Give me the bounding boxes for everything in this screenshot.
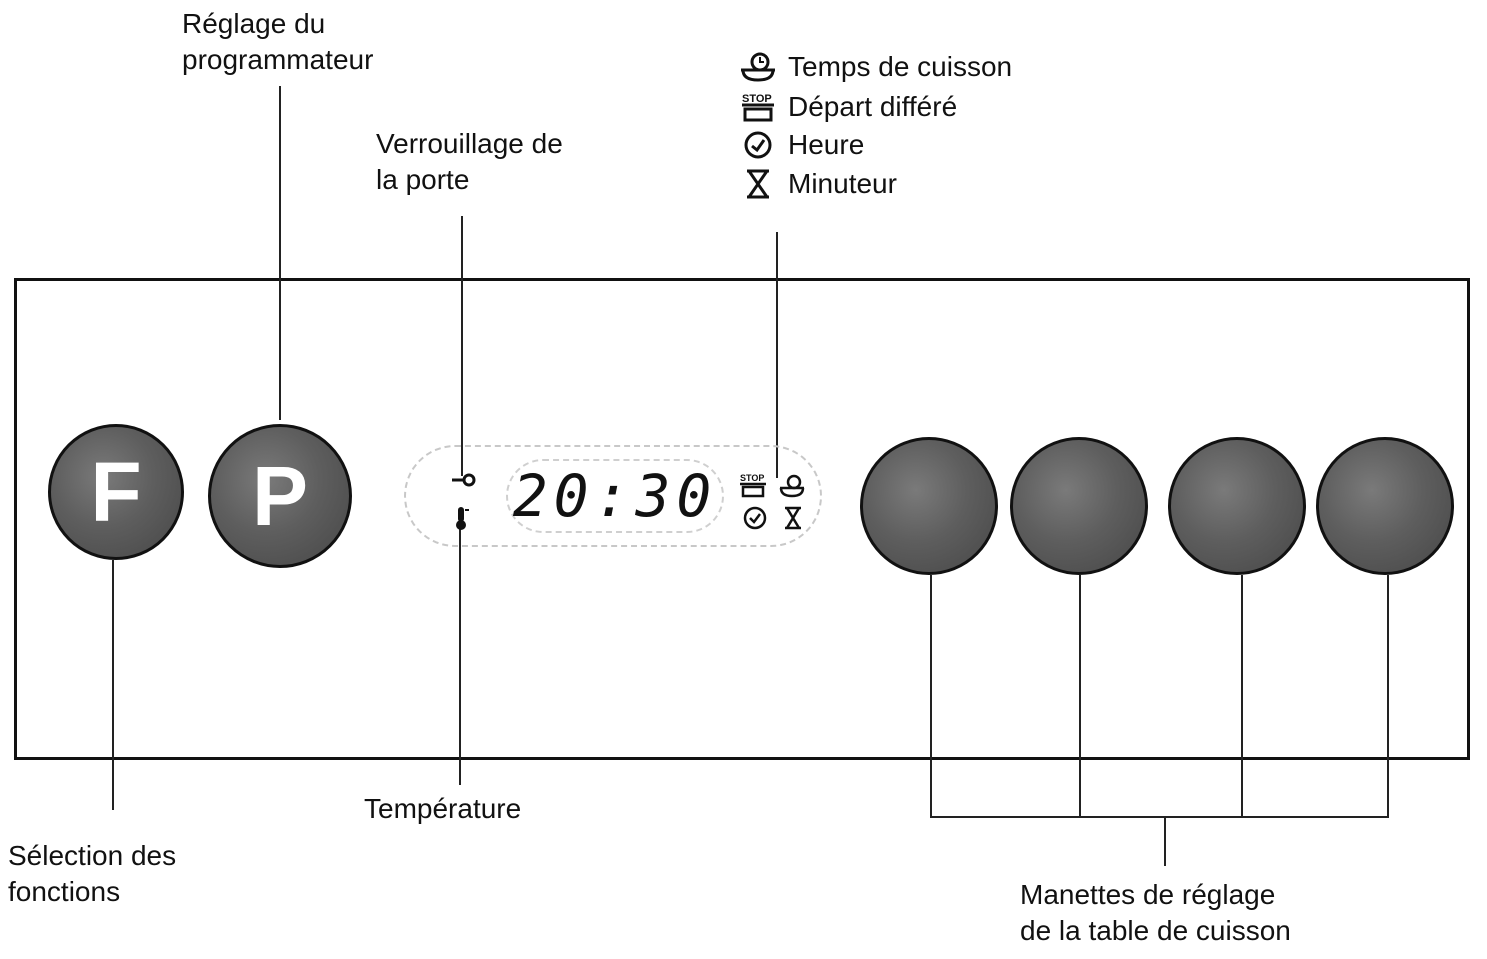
stop-pot-icon: STOP [740, 473, 766, 498]
leader-line-fonctions [112, 560, 114, 810]
leader-line-temperature [459, 525, 461, 785]
leader-line-legend [776, 232, 778, 478]
display-time: 20:30 [512, 462, 718, 530]
legend-text-heure: Heure [788, 129, 865, 160]
label-verrouillage-porte: Verrouillage de la porte [376, 128, 563, 195]
legend-item-depart-differe: STOP Départ différé [738, 88, 957, 126]
stop-pot-icon: STOP [742, 93, 774, 122]
programmer-button[interactable]: P [208, 424, 352, 568]
programmer-button-letter: P [251, 448, 309, 543]
clock-icon [743, 506, 767, 530]
leader-line-verrouillage [461, 216, 463, 476]
hob-knob-1[interactable] [860, 437, 998, 575]
leader-line-manettes [1164, 818, 1166, 866]
legend-text-depart-differe: Départ différé [788, 91, 958, 122]
function-button-letter: F [90, 444, 142, 539]
display-window [506, 459, 724, 533]
cooking-time-icon [779, 474, 805, 498]
leader-line-knob-3 [1241, 575, 1243, 818]
hob-knob-3[interactable] [1168, 437, 1306, 575]
label-temperature: Température [364, 793, 522, 824]
hob-knob-4[interactable] [1316, 437, 1454, 575]
legend-text-temps-cuisson: Temps de cuisson [788, 51, 1013, 82]
thermometer-icon [456, 507, 469, 530]
cooking-time-icon [741, 52, 775, 82]
leader-line-knob-1 [930, 575, 932, 818]
clock-icon [744, 131, 772, 159]
control-panel [14, 278, 1470, 760]
legend-item-temps-cuisson: Temps de cuisson [738, 48, 1012, 86]
legend-text-minuteur: Minuteur [788, 168, 897, 199]
display-bezel [404, 445, 822, 547]
label-reglage-programmateur: Réglage du programmateur [182, 8, 374, 75]
legend-item-heure: Heure [738, 126, 864, 164]
function-selector-button[interactable]: F [48, 424, 184, 560]
leader-line-knob-4 [1387, 575, 1389, 818]
svg-text:STOP: STOP [740, 473, 764, 483]
hob-knob-2[interactable] [1010, 437, 1148, 575]
leader-line-programmateur [279, 86, 281, 420]
hourglass-icon [747, 169, 769, 199]
key-lock-icon [452, 473, 476, 487]
bracket-line [930, 816, 1389, 818]
label-manettes: Manettes de réglage de la table de cuiss… [1020, 879, 1291, 946]
leader-line-knob-2 [1079, 575, 1081, 818]
svg-text:STOP: STOP [742, 93, 772, 105]
label-selection-fonctions: Sélection des fonctions [8, 840, 177, 907]
legend-item-minuteur: Minuteur [738, 165, 897, 203]
hourglass-icon [785, 506, 801, 530]
